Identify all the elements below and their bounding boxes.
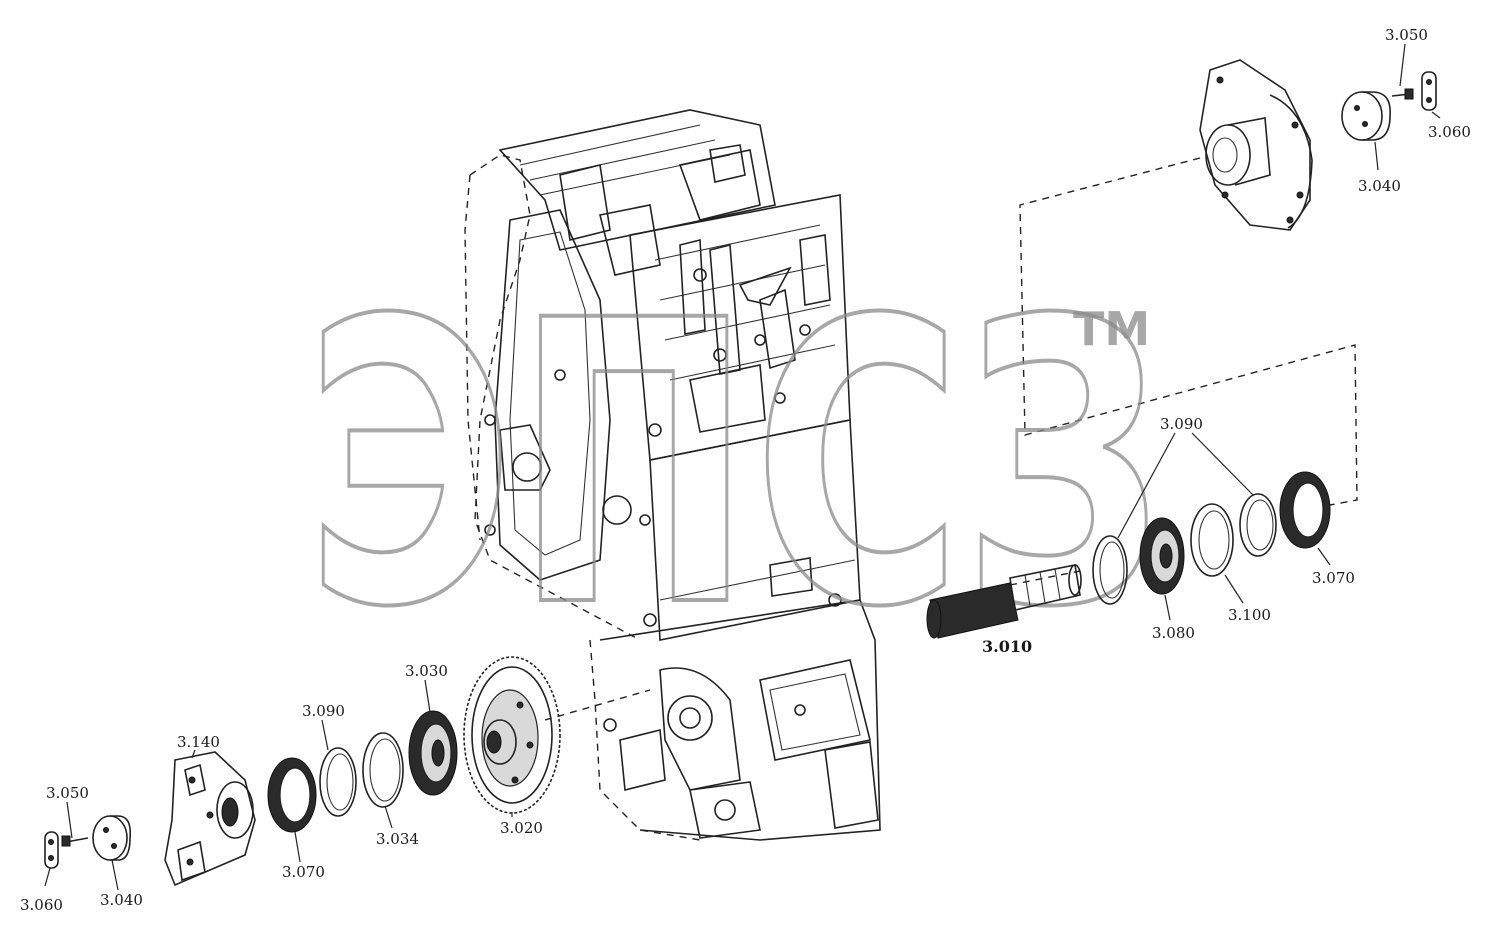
lock-plate-3060-left	[44, 831, 59, 869]
label-3040-top: 3.040	[1358, 177, 1401, 195]
label-3034: 3.034	[376, 830, 419, 848]
shim-3034	[362, 732, 404, 808]
snap-ring-3090-left	[319, 747, 357, 817]
watermark-text: ЭПСЗ	[305, 238, 1165, 692]
washer-3040-top	[1341, 91, 1391, 141]
leader-lines	[44, 43, 1441, 891]
gear-3020	[463, 656, 561, 814]
bolt-3050-top	[1391, 88, 1414, 100]
label-3010: 3.010	[982, 637, 1032, 656]
label-3090-right: 3.090	[1160, 415, 1203, 433]
watermark: ЭПСЗ TM	[303, 236, 1167, 694]
shaft-3010	[926, 564, 1082, 639]
transmission-housing	[464, 109, 881, 841]
snap-ring-3090-right-a	[1092, 535, 1128, 605]
part-labels: 3.050 3.060 3.040 3.090 3.070 3.100 3.08…	[20, 26, 1471, 914]
bearing-3080	[1139, 517, 1185, 595]
label-3140: 3.140	[177, 733, 220, 751]
flange-top-right	[1199, 59, 1313, 231]
label-3020: 3.020	[500, 819, 543, 837]
shim-3100	[1190, 503, 1234, 577]
bearing-3030	[408, 710, 458, 796]
label-3070-left: 3.070	[282, 863, 325, 881]
label-3070-right: 3.070	[1312, 569, 1355, 587]
watermark-trademark: TM	[1073, 302, 1150, 356]
label-3060-left: 3.060	[20, 896, 63, 914]
flange-3140	[164, 751, 256, 887]
label-3050-left: 3.050	[46, 784, 89, 802]
label-3040-left: 3.040	[100, 891, 143, 909]
seal-3070-right	[1279, 471, 1331, 549]
snap-ring-3090-right-b	[1239, 493, 1277, 557]
label-3100: 3.100	[1228, 606, 1271, 624]
label-3090-left: 3.090	[302, 702, 345, 720]
seal-3070-left	[267, 757, 317, 833]
label-3030: 3.030	[405, 662, 448, 680]
lock-plate-3060-top	[1421, 71, 1437, 111]
assembly-lines	[544, 157, 1358, 721]
washer-3040-left	[92, 815, 132, 861]
label-3080: 3.080	[1152, 624, 1195, 642]
label-3060-top: 3.060	[1428, 123, 1471, 141]
bolt-3050-left	[61, 835, 89, 847]
label-3050-top: 3.050	[1385, 26, 1428, 44]
